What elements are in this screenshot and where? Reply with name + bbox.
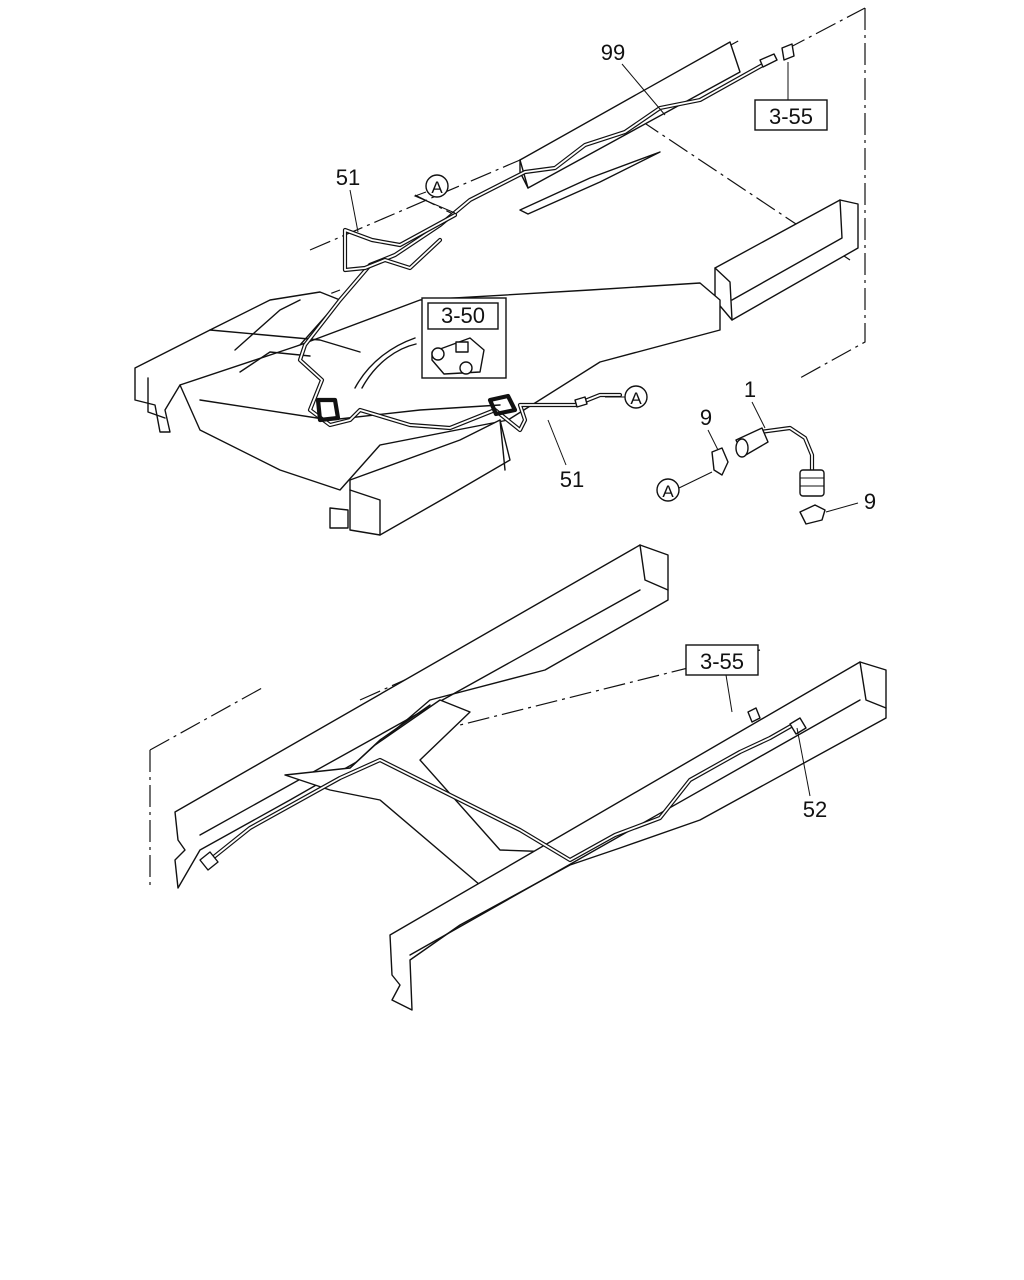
ref-3-55-bottom-label: 3-55 <box>700 649 744 674</box>
marker-a-clip-label: A <box>662 482 674 501</box>
callout-52: 52 <box>796 727 827 822</box>
callout-51-lower-label: 51 <box>560 467 584 492</box>
callout-1-label: 1 <box>744 377 756 402</box>
callout-9-lower-label: 9 <box>864 489 876 514</box>
callout-9-upper-label: 9 <box>700 405 712 430</box>
callout-51-upper: 51 <box>336 165 360 233</box>
marker-a-right: A <box>605 385 648 409</box>
upper-brake-pipes <box>297 43 795 433</box>
ref-3-55-top-box: 3-55 <box>754 62 828 131</box>
ref-3-50-label: 3-50 <box>441 303 485 328</box>
part-1-hose: 1 <box>735 377 825 497</box>
lower-brake-pipe <box>199 707 807 871</box>
callout-99-label: 99 <box>601 40 625 65</box>
callout-51-upper-label: 51 <box>336 165 360 190</box>
marker-a-clip: A <box>656 471 713 502</box>
callout-99: 99 <box>601 40 666 116</box>
ref-3-50-box: 3-50 <box>421 297 507 379</box>
callout-51-lower: 51 <box>547 419 584 492</box>
marker-a-right-label: A <box>630 389 642 408</box>
ref-3-55-top-label: 3-55 <box>769 104 813 129</box>
marker-a-top-label: A <box>431 178 443 197</box>
part-9-clip-lower: 9 <box>799 489 876 525</box>
marker-a-top: A <box>413 174 456 214</box>
callout-52-label: 52 <box>803 797 827 822</box>
lower-frame-assembly <box>149 544 887 1011</box>
part-9-clip-upper: 9 <box>700 405 729 476</box>
upper-frame-assembly <box>134 7 866 536</box>
ref-3-55-bottom-box: 3-55 <box>685 644 759 713</box>
